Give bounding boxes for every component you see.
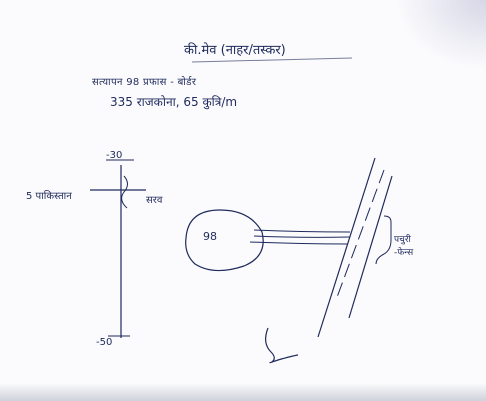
- divider-wiggle: [121, 175, 128, 209]
- signature-scribble: [265, 327, 299, 364]
- note-heading: की.मेव (नाहर/तस्कर): [184, 43, 286, 58]
- mid-label: सरव: [146, 195, 163, 206]
- fence-line-right: [348, 175, 393, 319]
- heading-underline: [191, 57, 353, 63]
- scan-corner-shadow: [396, 0, 486, 70]
- fence-line-inner-left: [335, 169, 385, 301]
- road-line-lower: [249, 241, 349, 245]
- post-blob-outline: [185, 209, 264, 272]
- fence-line-outer-left: [317, 157, 376, 338]
- scale-top-label: -30: [106, 150, 123, 161]
- left-label: 5 पाकिस्तान: [26, 191, 72, 202]
- note-line-1: सत्यापन 98 प्रफास - बोर्डर: [92, 77, 197, 88]
- fence-bracket: [375, 215, 392, 265]
- right-label-bottom: -फेन्स: [394, 248, 414, 258]
- road-line-middle: [253, 235, 351, 238]
- note-line-2: 335 राजकोना, 65 कुत्रि/m: [110, 95, 238, 109]
- post-number: 98: [203, 230, 217, 243]
- road-line-upper: [253, 229, 351, 233]
- scan-bottom-shadow: [0, 383, 486, 401]
- right-label-top: पचुरी: [394, 235, 411, 245]
- scale-bottom-label: -50: [96, 337, 113, 348]
